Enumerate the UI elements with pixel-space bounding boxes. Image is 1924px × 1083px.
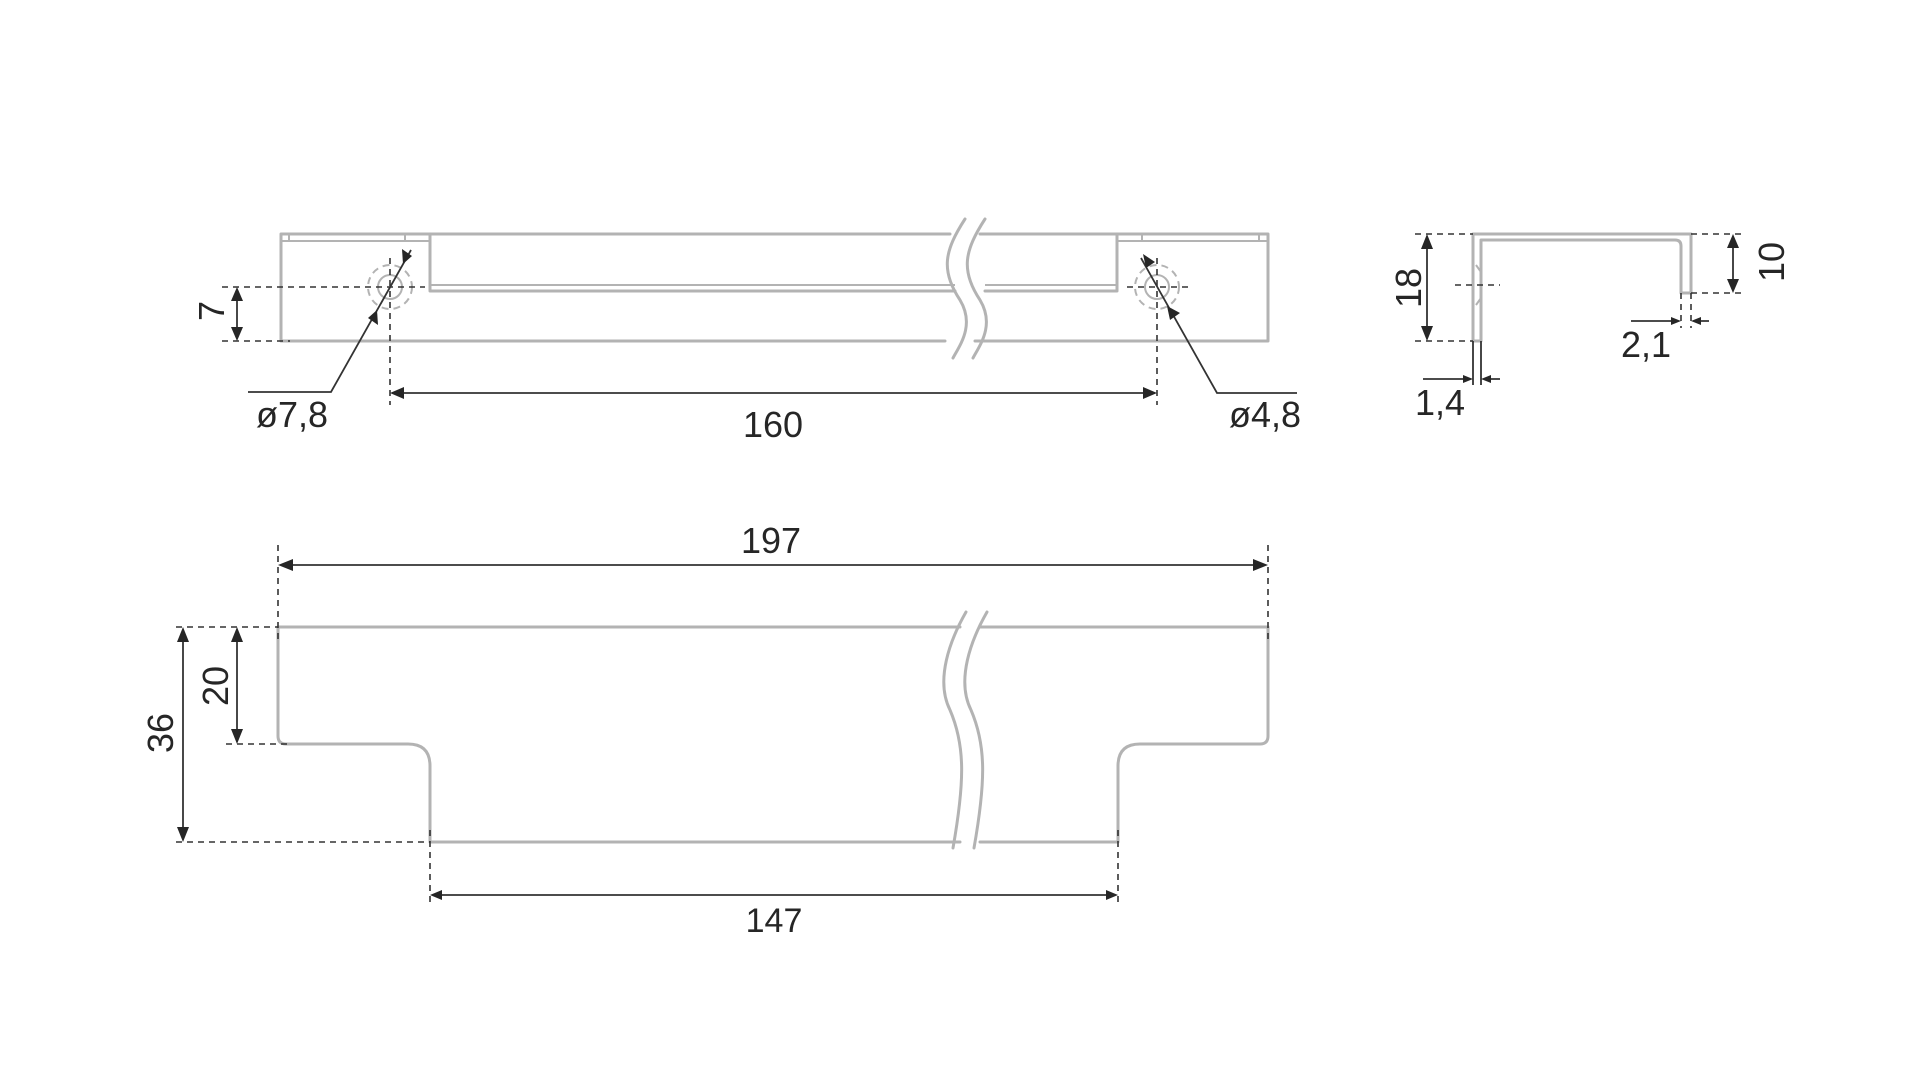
- arrow-right-icon: [1106, 890, 1118, 900]
- side-view: 18 1,4 10 2,1: [1388, 232, 1792, 423]
- arrow-left-icon: [278, 559, 293, 571]
- arrow-down-icon: [1727, 279, 1739, 293]
- dim-hole-left-diameter: ø7,8: [256, 394, 328, 435]
- top-view-outline: [279, 232, 1270, 343]
- arrow-down-icon: [231, 327, 243, 341]
- arrow-up-icon: [1727, 234, 1739, 248]
- break-line-left: [942, 610, 968, 850]
- arrow-down-icon: [231, 729, 243, 744]
- leader-right: [1140, 257, 1297, 394]
- arrow-up-icon: [231, 287, 243, 301]
- arrow-left-icon: [1691, 317, 1701, 325]
- dim-profile-height: 18: [1388, 268, 1429, 308]
- profile-chamfer: [1475, 264, 1482, 306]
- dim-overall-length: 197: [741, 520, 801, 561]
- arrow-right-icon: [1463, 375, 1473, 383]
- arrow-leader-icon: [402, 249, 412, 264]
- dim-hole-offset: 7: [191, 301, 232, 321]
- top-rail: [281, 234, 1268, 242]
- front-view: 197 147 36 20: [140, 520, 1270, 940]
- arrow-right-icon: [1671, 317, 1681, 325]
- arrow-up-icon: [231, 627, 243, 642]
- dim-overall-height: 36: [140, 713, 181, 753]
- arrow-leader-icon: [1143, 254, 1155, 268]
- arrow-right-icon: [1143, 387, 1157, 399]
- hole-right-counterbore: [1134, 264, 1180, 310]
- break-line-right: [963, 610, 989, 850]
- arrow-left-icon: [430, 890, 442, 900]
- arrow-up-icon: [1421, 234, 1433, 249]
- arrow-down-icon: [1421, 326, 1433, 341]
- arrow-left-icon: [1481, 375, 1491, 383]
- leader-left: [248, 249, 412, 393]
- top-view: 7 160 ø7,8 ø4,8: [191, 217, 1301, 445]
- dim-hole-right-diameter: ø4,8: [1229, 394, 1301, 435]
- dim-inner-length: 147: [746, 902, 803, 940]
- arrow-leader-icon: [368, 310, 378, 325]
- profile-outline-inner: [1471, 238, 1693, 343]
- dim-flange-height: 20: [195, 666, 236, 706]
- recess-outline: [428, 232, 1119, 293]
- dim-hole-spacing: 160: [743, 404, 803, 445]
- dim-lip-height: 10: [1751, 242, 1792, 282]
- dim-wall-thickness: 1,4: [1415, 382, 1465, 423]
- front-view-outline: [276, 625, 1270, 844]
- break-line-right: [965, 217, 988, 360]
- arrow-down-icon: [177, 827, 189, 842]
- arrow-left-icon: [390, 387, 404, 399]
- dim-lip-thickness: 2,1: [1621, 324, 1671, 365]
- arrow-leader-icon: [1167, 306, 1180, 320]
- arrow-right-icon: [1253, 559, 1268, 571]
- arrow-up-icon: [177, 627, 189, 642]
- break-line-left: [945, 217, 968, 360]
- profile-outline-outer: [1471, 232, 1693, 343]
